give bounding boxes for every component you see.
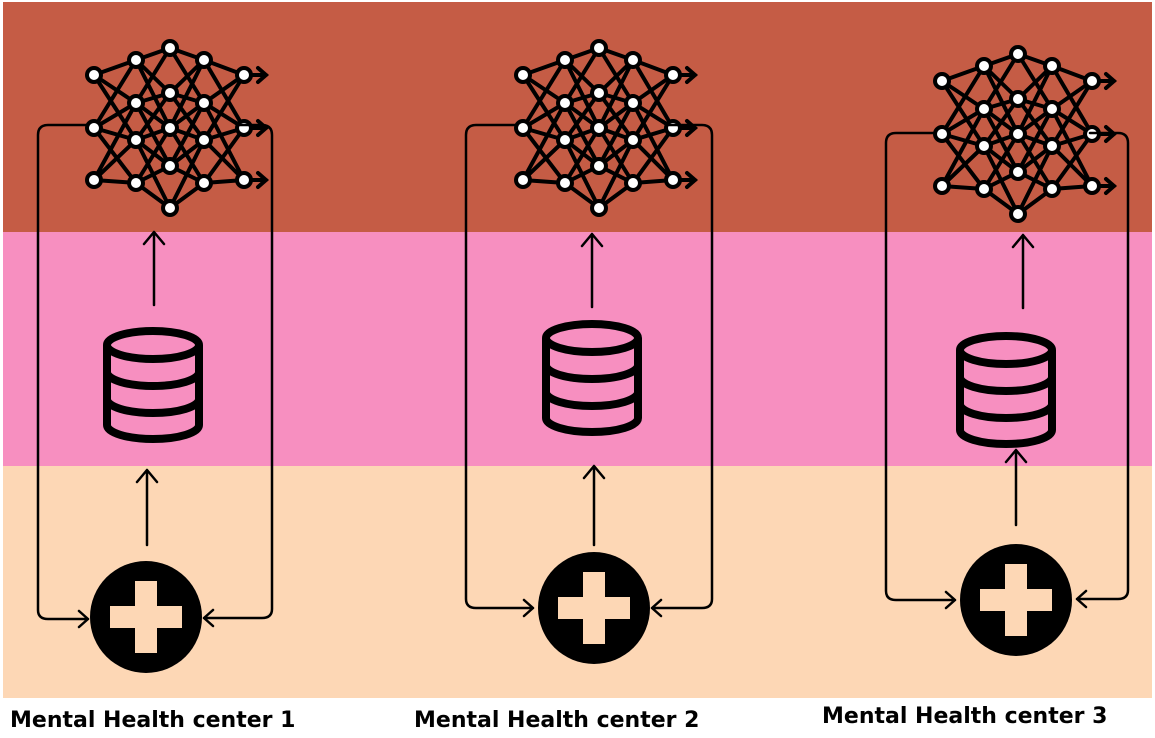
feedback-loop-right — [202, 123, 274, 628]
feedback-loop-left — [464, 123, 535, 618]
arrow-up — [1004, 448, 1028, 527]
feedback-loop-left — [36, 123, 90, 629]
center-3-group — [884, 45, 1130, 656]
arrow-up — [580, 232, 604, 309]
medical-cross-icon — [538, 552, 650, 664]
feedback-loop-right — [1075, 131, 1130, 609]
arrow-up — [582, 464, 606, 547]
neural-network-icon — [933, 45, 1116, 223]
database-icon — [107, 331, 199, 439]
center-1-group — [36, 39, 274, 673]
arrow-up — [1011, 233, 1035, 310]
center-3-label: Mental Health center 3 — [822, 704, 1108, 729]
feedback-loop-left — [884, 131, 957, 610]
neural-network-icon — [85, 39, 268, 217]
feedback-loop-right — [650, 123, 714, 618]
center-2-group — [464, 39, 714, 664]
arrow-up — [142, 230, 166, 307]
center-1-label: Mental Health center 1 — [10, 708, 296, 733]
database-icon — [546, 324, 638, 432]
arrow-up — [135, 468, 159, 547]
neural-network-icon — [514, 39, 697, 217]
medical-cross-icon — [90, 561, 202, 673]
medical-cross-icon — [960, 544, 1072, 656]
center-2-label: Mental Health center 2 — [414, 708, 700, 733]
database-icon — [960, 336, 1052, 444]
